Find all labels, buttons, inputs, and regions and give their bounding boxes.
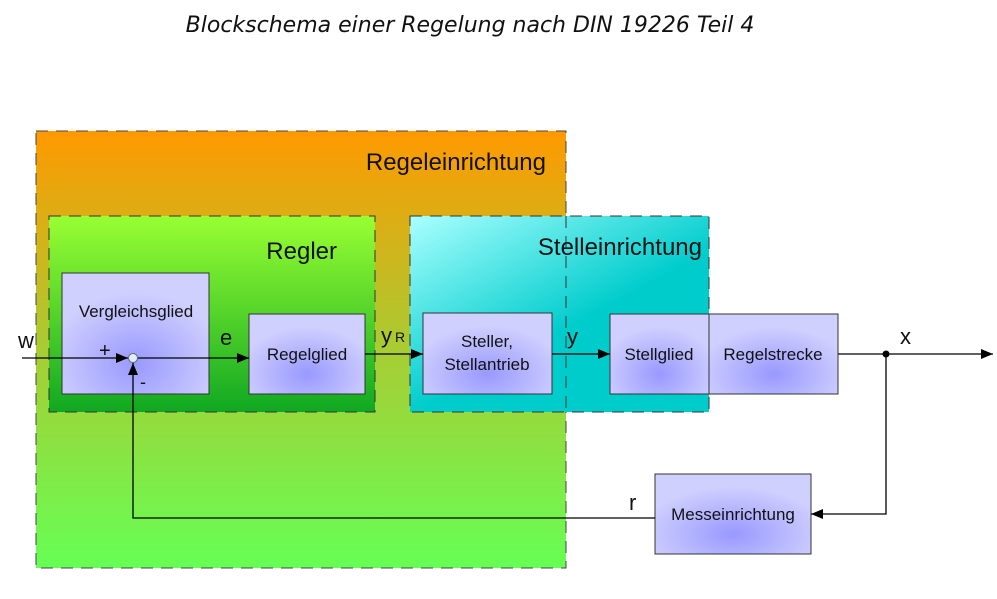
regelglied-block: Regelglied xyxy=(248,313,366,395)
regeleinrichtung-label: Regeleinrichtung xyxy=(366,149,546,176)
measure-line xyxy=(811,354,887,519)
diagram-title: Blockschema einer Regelung nach DIN 1922… xyxy=(186,13,755,38)
y-label: y xyxy=(567,324,578,349)
plus-sign: + xyxy=(99,340,111,362)
stellglied-label: Stellglied xyxy=(625,345,694,364)
stelleinrichtung-label: Stelleinrichtung xyxy=(538,234,702,261)
steller-label-1: Steller, xyxy=(461,332,513,351)
branch-point xyxy=(882,350,890,358)
e-label: e xyxy=(220,325,232,350)
w-label: w xyxy=(17,328,34,353)
vergleichsglied-label: Vergleichsglied xyxy=(79,302,193,321)
x-label: x xyxy=(900,324,911,349)
regelstrecke-label: Regelstrecke xyxy=(723,345,822,364)
minus-sign: - xyxy=(140,372,146,392)
regler-label: Regler xyxy=(266,238,337,265)
regelglied-label: Regelglied xyxy=(267,345,347,364)
yR-subscript: R xyxy=(395,329,405,345)
signal-lines xyxy=(22,349,993,519)
summing-point xyxy=(128,353,138,363)
regelstrecke-block: Regelstrecke xyxy=(708,313,839,395)
steller-block: Steller, Stellantrieb xyxy=(422,312,553,395)
messeinrichtung-label: Messeinrichtung xyxy=(671,505,795,524)
steller-label-2: Stellantrieb xyxy=(444,355,529,374)
feedback-line xyxy=(128,363,655,519)
r-label: r xyxy=(629,490,636,515)
messeinrichtung-block: Messeinrichtung xyxy=(654,473,812,555)
stellglied-block: Stellglied xyxy=(609,313,710,395)
yR-label: y xyxy=(381,323,392,348)
vergleichsglied-block: Vergleichsglied xyxy=(61,272,210,395)
